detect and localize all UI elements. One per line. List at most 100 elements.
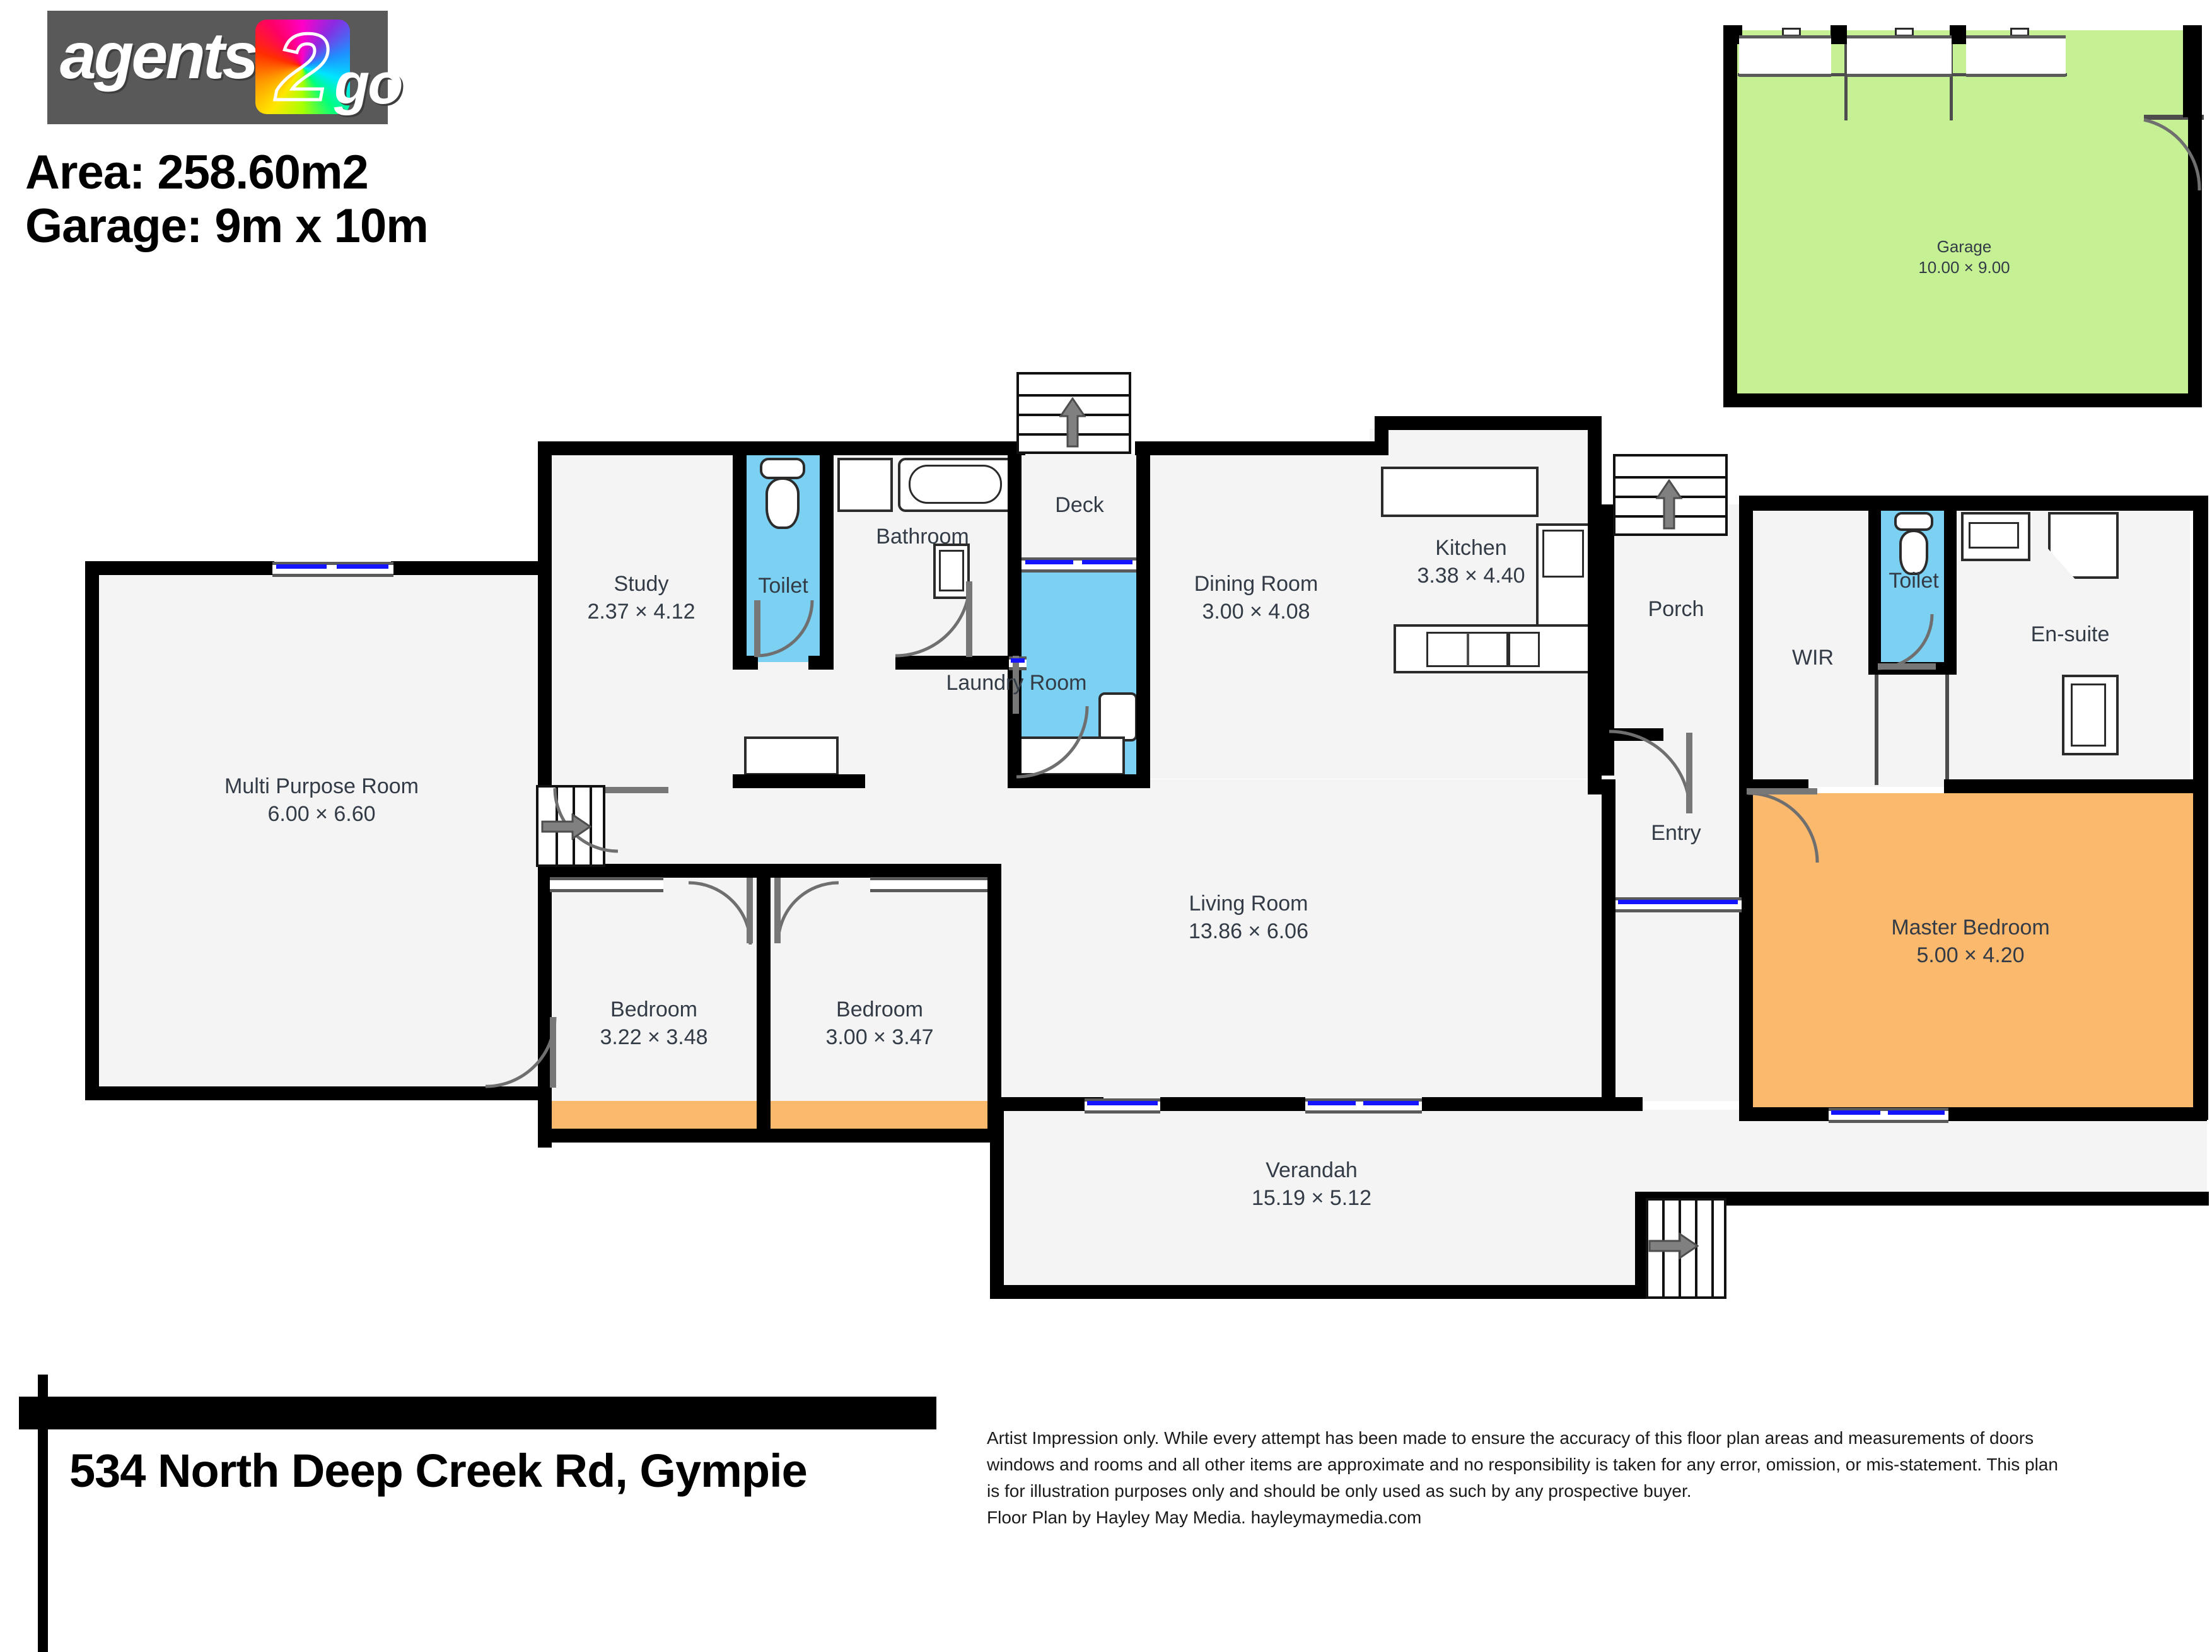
room-name: Laundry Room [946,671,1087,695]
label-porch: Porch [1619,596,1733,624]
window-master-south-glass-a [1831,1110,1880,1115]
stair-tread [1711,1201,1714,1296]
ensuite-basin [1969,522,2019,549]
wall-porch-left [1600,504,1614,776]
door-swings-layer [485,118,2201,1088]
room-name: Master Bedroom [1891,916,2050,939]
window-verandah-b-glass-1 [1308,1101,1356,1105]
window-bedroom-1 [550,877,663,892]
window-verandah-a-glass [1087,1101,1158,1105]
garage-pier-2 [1950,25,1966,44]
toilet-pan-left-bowl [765,477,800,529]
wall-living-east [1602,779,1615,1107]
window-verandah-b-glass-2 [1363,1101,1419,1105]
wall-bedroom-divider [757,864,771,1141]
garage-wall-right [2188,25,2202,407]
label-verandah: Verandah 15.19 × 5.12 [1185,1157,1438,1212]
entry-door-arc [1609,730,1692,813]
laundry-door-arc [1016,706,1089,779]
window-living-east-glass [1618,900,1738,904]
wall-north-kitchen-rise [1375,416,1388,455]
toilet-right-door-leaf [1878,663,1936,670]
window-mpr-north-glass-a [276,564,327,569]
master-bedroom-door-leaf [1747,788,1817,794]
kitchen-cooktop [1542,530,1584,578]
kitchen-drainer [1508,632,1540,667]
label-living-room: Living Room 13.86 × 6.06 [1122,890,1375,945]
room-name: Multi Purpose Room [224,774,419,798]
wall-mpr-left [85,561,99,1100]
room-name: Verandah [1266,1158,1358,1182]
garage-door-arc [2143,118,2201,191]
wall-north-dining [1135,441,1381,455]
wall-verandah-left [990,1097,1004,1299]
wall-mpr-top-right [391,561,552,575]
wall-verandah-right [1635,1192,1649,1299]
area-heading: Area: 258.60m2 [25,146,369,199]
wall-study-right [733,441,747,668]
label-toilet-left: Toilet [720,573,846,600]
wall-north-study [538,441,1023,455]
wir-floor [1752,509,1875,787]
room-name: Toilet [1889,569,1939,593]
wall-toilet-right [820,441,834,668]
wall-bedrooms-right [987,864,1001,1143]
stairs-deck-direction-arrow-icon [1059,397,1086,448]
logo-digit: 2 [275,20,330,114]
toilet-right-door-arc [1877,614,1934,670]
toilet-pan-right-bowl [1899,530,1928,575]
toilet-left-door-arc [756,600,814,658]
window-laundry-glass-b [1082,560,1132,564]
wall-kitchen-right [1588,416,1602,794]
brand-logo: agents 2 go [47,11,403,124]
garage-mullion-2 [1950,35,1953,120]
garage-wall-top-r [2183,25,2202,117]
room-name: Deck [1055,493,1104,517]
kitchen-pantry [1381,467,1539,517]
window-bedroom-2 [870,877,987,892]
logo-rainbow-two-icon: 2 [255,20,350,114]
room-dimensions: 3.38 × 4.40 [1417,563,1525,588]
label-laundry-room: Laundry Room [916,670,1117,697]
room-dimensions: 6.00 × 6.60 [267,801,376,826]
master-bedroom-door-arc [1747,791,1819,863]
bedroom-2-door-leaf [774,878,781,943]
room-dimensions: 3.00 × 3.47 [825,1025,934,1049]
window-laundry-glass-a [1025,560,1073,564]
label-entry: Entry [1619,820,1733,847]
wall-bathroom-bottom [895,656,1022,670]
garage-side-door-leaf [2144,115,2204,120]
label-study: Study 2.37 × 4.12 [547,571,736,625]
living-room-floor-east [1613,779,1752,1101]
room-dimensions: 3.00 × 4.08 [1202,599,1310,624]
bedroom-1-door-arc [688,881,752,945]
logo-wordmark-go: go [334,52,403,116]
room-name: Porch [1648,597,1704,621]
room-dimensions: 5.00 × 4.20 [1916,943,2025,967]
room-name: Entry [1651,821,1701,845]
deck-floor [1016,454,1143,561]
garage-wall-left [1723,25,1737,407]
dining-room-floor [1149,454,1370,779]
garage-floor [1731,30,2197,402]
wall-toilet-left-bottom [733,656,758,670]
wall-north-kitchen-step [1375,416,1602,430]
wall-east-top [1739,496,2207,511]
garage-wall-bottom [1723,393,2202,407]
wall-verandah-top-mid [1160,1097,1305,1111]
garage-pier-1 [1831,25,1847,44]
wall-ensuite-hall-right [1945,675,1949,785]
disclaimer-line-1: Artist Impression only. While every atte… [987,1428,2034,1448]
stair-tread [1695,1201,1697,1296]
verandah-floor [996,1110,1646,1293]
wall-ensuite-hall-left [1875,675,1878,785]
wall-toilet-r-right [1944,504,1957,675]
bedroom-1-door-leaf [747,878,753,943]
garage-dimensions: 10.00 × 9.00 [1918,258,2010,277]
room-name: Bedroom [836,998,923,1021]
address-rule [19,1397,936,1429]
wall-verandah-east-bottom [1635,1192,2209,1206]
ensuite-hall-floor [1875,675,1950,787]
garage-label: Garage 10.00 × 9.00 [1870,236,2059,279]
bathtub-inner [909,465,1002,504]
